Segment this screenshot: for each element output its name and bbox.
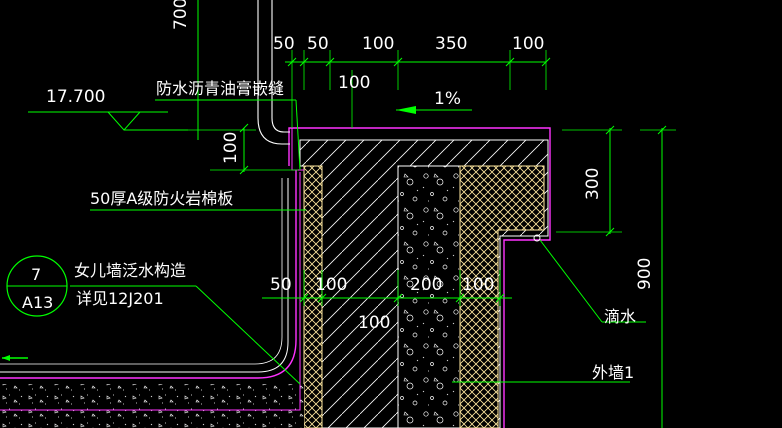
dim-mid-100a: 100 (315, 275, 347, 295)
dim-bottom-100: 100 (358, 313, 390, 333)
dim-top-100: 100 (362, 34, 394, 54)
drip-edge-marker (533, 234, 541, 242)
dim-left-100: 100 (221, 132, 241, 164)
detail-ref: 详见12J201 (76, 289, 164, 308)
dim-elev-100: 100 (338, 73, 370, 93)
roof-slab (0, 384, 304, 428)
rockwool-label: 50厚A级防火岩棉板 (90, 189, 233, 208)
detail-title: 女儿墙泛水构造 (74, 261, 186, 280)
dim-top-50b: 50 (307, 34, 329, 54)
sealant-label: 防水沥青油膏嵌缝 (156, 79, 284, 98)
dim-mid-50: 50 (270, 275, 292, 295)
dim-top-350: 350 (435, 34, 467, 54)
detail-number: 7 (31, 265, 41, 284)
detail-sheet: A13 (22, 293, 53, 312)
elevation-marker (107, 111, 141, 131)
concrete-block-core (397, 165, 461, 428)
dim-right-900: 900 (635, 258, 655, 290)
waterproof-membrane-lower (0, 170, 297, 379)
elevation-label: 17.700 (46, 87, 105, 107)
wall-label: 外墙1 (592, 363, 634, 382)
rockwool-insulation-right (459, 165, 545, 428)
slope-arrow (396, 106, 416, 114)
slope-label: 1% (434, 89, 461, 109)
dim-700: 700 (171, 0, 191, 30)
dim-right-300: 300 (583, 168, 603, 200)
downpipe (257, 0, 290, 145)
dim-top-100b: 100 (512, 34, 544, 54)
waterproof-membrane-inner (0, 172, 301, 411)
waterproof-membrane (288, 127, 551, 428)
dim-mid-100b: 100 (462, 275, 494, 295)
rockwool-insulation-left (303, 165, 323, 428)
drip-label: 滴水 (604, 307, 636, 326)
dim-mid-200: 200 (410, 275, 442, 295)
dim-top-50a: 50 (273, 34, 295, 54)
